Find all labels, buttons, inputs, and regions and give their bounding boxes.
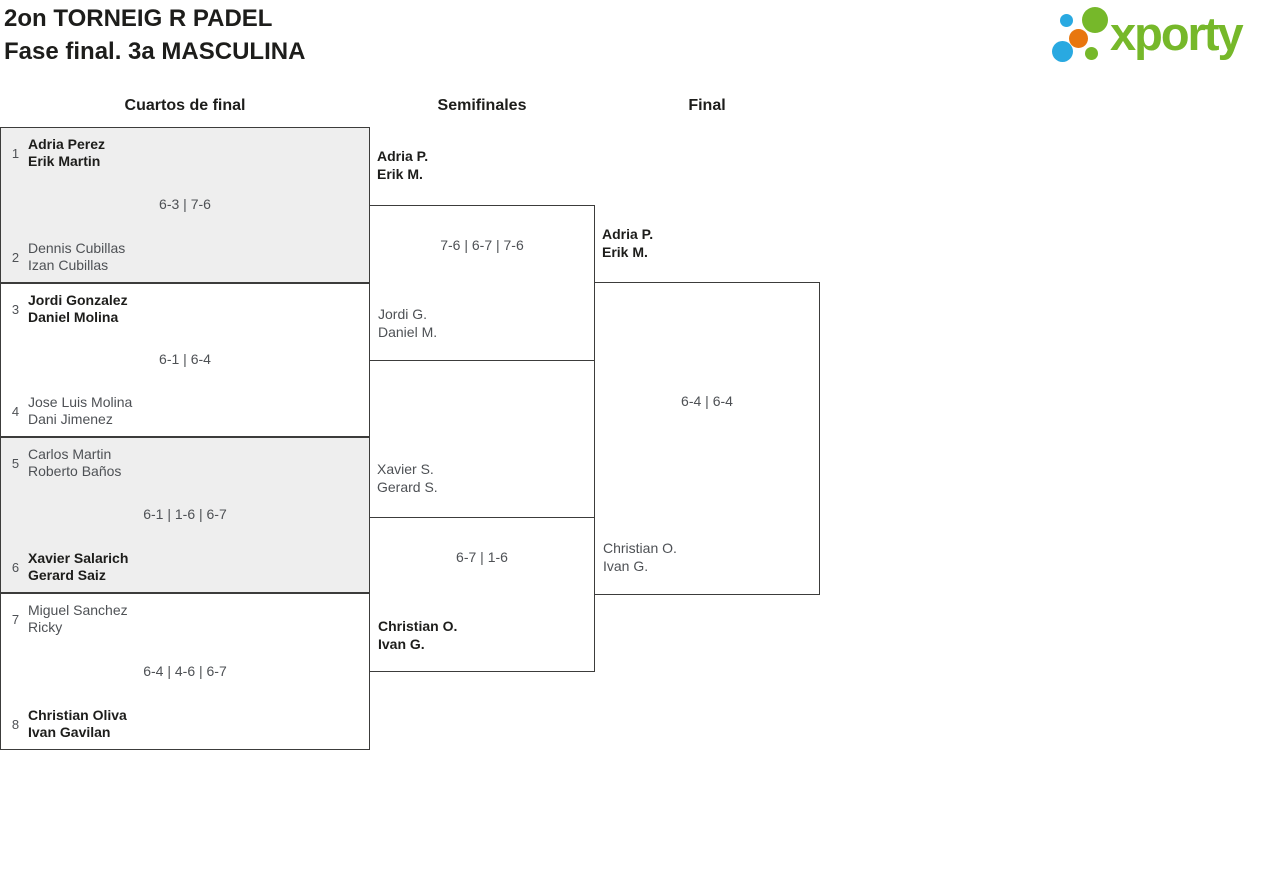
team-name-line: Christian O. — [378, 618, 458, 634]
team-name-line: Dani Jimenez — [28, 411, 113, 427]
team-row: 6 Xavier Salarich Gerard Saiz — [1, 550, 369, 584]
team-name-line: Jordi G. — [378, 306, 428, 322]
seed-number: 7 — [11, 611, 20, 627]
match-score: 7-6 | 6-7 | 7-6 — [440, 237, 524, 253]
logo-dot-green-small-icon — [1085, 47, 1098, 60]
team-row: 7 Miguel Sanchez Ricky — [1, 602, 369, 636]
team-names: Jose Luis Molina Dani Jimenez — [28, 394, 132, 428]
seed-number: 5 — [11, 455, 20, 471]
team-row: 4 Jose Luis Molina Dani Jimenez — [1, 394, 369, 428]
team-row: 2 Dennis Cubillas Izan Cubillas — [1, 240, 369, 274]
tournament-title-line1: 2on TORNEIG R PADEL — [4, 5, 273, 32]
team-row: 8 Christian Oliva Ivan Gavilan — [1, 707, 369, 741]
team-name-line: Xavier Salarich — [28, 550, 129, 566]
seed-number: 8 — [11, 716, 20, 732]
team-name-line: Daniel M. — [378, 324, 438, 340]
team-name-line: Xavier S. — [377, 461, 434, 477]
team-name-line: Carlos Martin — [28, 446, 112, 462]
match-semifinal-1: 7-6 | 6-7 | 7-6 Jordi G. Daniel M. — [369, 205, 595, 361]
match-semifinal-2: 6-7 | 1-6 Christian O. Ivan G. — [369, 517, 595, 672]
team-name-line: Gerard Saiz — [28, 567, 106, 583]
logo-dot-green-large-icon — [1082, 7, 1108, 33]
team-name-line: Roberto Baños — [28, 463, 122, 479]
team-names: Christian O. Ivan G. — [378, 617, 457, 653]
team-name-line: Erik M. — [377, 166, 423, 182]
team-name-line: Ivan Gavilan — [28, 724, 111, 740]
seed-number: 1 — [11, 145, 20, 161]
logo-dot-orange-icon — [1069, 29, 1088, 48]
team-names: Carlos Martin Roberto Baños — [28, 446, 121, 480]
advancing-team-label: Xavier S. Gerard S. — [377, 460, 438, 496]
team-name-line: Jose Luis Molina — [28, 394, 133, 410]
match-final: 6-4 | 6-4 Christian O. Ivan G. — [594, 282, 820, 595]
column-header-semifinals: Semifinales — [437, 97, 527, 114]
match-score: 6-7 | 1-6 — [456, 549, 508, 565]
seed-number: 2 — [11, 249, 20, 265]
advancing-team-label: Adria P. Erik M. — [377, 147, 428, 183]
match-score: 6-4 | 6-4 — [681, 393, 733, 409]
team-name-line: Ricky — [28, 619, 63, 635]
match-score: 6-4 | 4-6 | 6-7 — [143, 662, 227, 679]
team-names: Jordi Gonzalez Daniel Molina — [28, 292, 128, 326]
team-name-line: Gerard S. — [377, 479, 438, 495]
team-name-line: Christian Oliva — [28, 707, 127, 723]
team-name-line: Ivan G. — [378, 636, 425, 652]
team-names: Dennis Cubillas Izan Cubillas — [28, 240, 125, 274]
team-names: Adria Perez Erik Martin — [28, 136, 105, 170]
team-name-line: Dennis Cubillas — [28, 240, 126, 256]
advancing-team-label: Adria P. Erik M. — [602, 225, 653, 261]
team-names: Christian O. Ivan G. — [603, 539, 677, 575]
team-names: Christian Oliva Ivan Gavilan — [28, 707, 127, 741]
team-names: Xavier Salarich Gerard Saiz — [28, 550, 128, 584]
team-name-line: Adria P. — [602, 226, 654, 242]
match-score: 6-1 | 6-4 — [159, 351, 211, 367]
seed-number: 3 — [11, 301, 20, 317]
match-quarterfinal-3: 5 Carlos Martin Roberto Baños 6-1 | 1-6 … — [0, 437, 370, 593]
tournament-title: 2on TORNEIG R PADEL Fase final. 3a MASCU… — [4, 2, 305, 68]
team-name-line: Daniel Molina — [28, 309, 119, 325]
xporty-logo: xporty — [1048, 0, 1280, 72]
team-row: 3 Jordi Gonzalez Daniel Molina — [1, 292, 369, 326]
seed-number: 6 — [11, 559, 20, 575]
team-name-line: Miguel Sanchez — [28, 602, 128, 618]
tournament-title-line2: Fase final. 3a MASCULINA — [4, 38, 306, 65]
team-name-line: Jordi Gonzalez — [28, 292, 128, 308]
team-name-line: Adria Perez — [28, 136, 106, 152]
team-names: Miguel Sanchez Ricky — [28, 602, 128, 636]
team-name-line: Erik M. — [602, 244, 648, 260]
logo-wordmark: xporty — [1110, 7, 1244, 60]
logo-dot-blue-large-icon — [1052, 41, 1073, 62]
team-name-line: Izan Cubillas — [28, 257, 109, 273]
seed-number: 4 — [11, 403, 20, 419]
match-score: 6-1 | 1-6 | 6-7 — [143, 506, 227, 522]
team-names: Jordi G. Daniel M. — [378, 305, 437, 341]
column-header-quarterfinals: Cuartos de final — [124, 97, 246, 114]
logo-dot-blue-small-icon — [1060, 14, 1073, 27]
match-quarterfinal-2: 3 Jordi Gonzalez Daniel Molina 6-1 | 6-4… — [0, 283, 370, 437]
team-name-line: Ivan G. — [603, 558, 649, 574]
match-quarterfinal-1: 1 Adria Perez Erik Martin 6-3 | 7-6 2 De… — [0, 127, 370, 283]
team-name-line: Erik Martin — [28, 153, 101, 169]
team-name-line: Adria P. — [377, 148, 429, 164]
match-score: 6-3 | 7-6 — [159, 196, 211, 212]
team-row: 1 Adria Perez Erik Martin — [1, 136, 369, 170]
column-header-final: Final — [688, 97, 726, 114]
team-name-line: Christian O. — [603, 540, 677, 556]
match-quarterfinal-4: 7 Miguel Sanchez Ricky 6-4 | 4-6 | 6-7 8… — [0, 593, 370, 750]
team-row: 5 Carlos Martin Roberto Baños — [1, 446, 369, 480]
